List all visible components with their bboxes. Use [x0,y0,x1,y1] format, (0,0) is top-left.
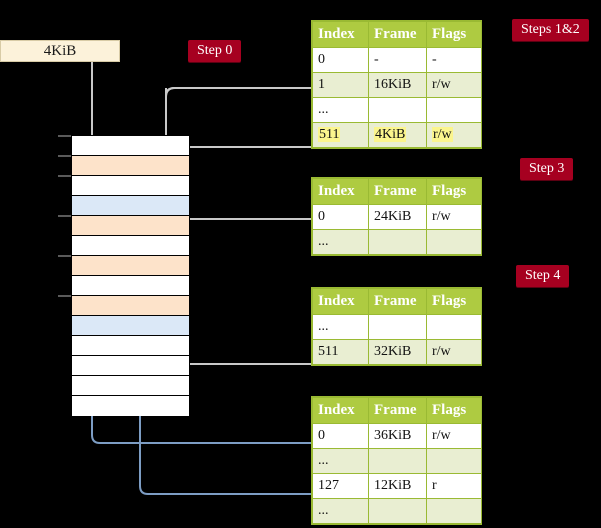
cell-index: 0 [312,204,369,230]
table-row[interactable]: ... [312,498,482,524]
memory-frame-row [72,156,189,176]
cell-flags [426,498,482,524]
column-header-flags: Flags [426,397,482,424]
cell-flags [426,448,482,474]
column-header-frame: Frame [368,288,427,315]
memory-frame-row [72,316,189,336]
cell-frame: - [368,47,427,73]
cell-index: ... [312,229,369,255]
badge-step-0: Step 0 [188,40,242,62]
table-row[interactable]: ... [312,314,482,340]
table-row[interactable]: ... [312,448,482,474]
memory-boundary-tick [58,135,72,137]
memory-frame-row [72,356,189,376]
cell-frame: 36KiB [368,423,427,449]
cell-flags [426,314,482,340]
column-header-frame: Frame [368,178,427,205]
column-header-frame: Frame [368,397,427,424]
cell-flags: r/w [426,423,482,449]
memory-frame-row [72,236,189,256]
memory-frame-row [72,396,189,416]
column-header-flags: Flags [426,178,482,205]
memory-frame-row [72,376,189,396]
memory-boundary-tick [58,155,72,157]
badge-steps-1-2: Steps 1&2 [512,19,589,41]
cell-index: 511 [312,339,369,365]
cell-index: 0 [312,47,369,73]
cell-flags [426,229,482,255]
cell-frame: 12KiB [368,473,427,499]
column-header-flags: Flags [426,288,482,315]
badge-step-4: Step 4 [516,265,570,287]
table-row[interactable]: 0-- [312,47,482,73]
cell-flags [426,97,482,123]
memory-boundary-tick [58,255,72,257]
page-size-label: 4KiB [43,43,77,59]
cell-index: 127 [312,473,369,499]
memory-frame-row [72,296,189,316]
column-header-index: Index [312,178,369,205]
cell-flags: r [426,473,482,499]
cell-flags: r/w [426,204,482,230]
page-size-box: 4KiB [0,40,120,62]
cell-frame [368,97,427,123]
cell-frame: 24KiB [368,204,427,230]
cell-frame [368,314,427,340]
memory-frame-row [72,136,189,156]
memory-frame-row [72,336,189,356]
column-header-index: Index [312,397,369,424]
cell-flags: r/w [426,122,482,148]
memory-frame-row [72,196,189,216]
column-header-index: Index [312,21,369,48]
memory-boundary-tick [58,295,72,297]
memory-boundary-tick [58,215,72,217]
cell-index: 511 [312,122,369,148]
badge-step-3: Step 3 [520,158,574,180]
cell-index: 0 [312,423,369,449]
cell-flags: - [426,47,482,73]
physical-memory-column [71,135,190,416]
cell-index: ... [312,97,369,123]
cell-frame [368,229,427,255]
cell-index: 1 [312,72,369,98]
memory-boundary-tick [58,175,72,177]
cell-frame: 4KiB [368,122,427,148]
cell-frame [368,448,427,474]
table-row[interactable]: ... [312,229,482,255]
column-header-flags: Flags [426,21,482,48]
column-header-index: Index [312,288,369,315]
cell-flags: r/w [426,339,482,365]
memory-frame-row [72,216,189,236]
cell-frame [368,498,427,524]
cell-frame: 32KiB [368,339,427,365]
cell-index: ... [312,448,369,474]
memory-column-ticks [58,135,72,415]
cell-flags: r/w [426,72,482,98]
cell-index: ... [312,314,369,340]
table-row[interactable]: ... [312,97,482,123]
memory-frame-row [72,176,189,196]
memory-frame-row [72,256,189,276]
memory-frame-row [72,276,189,296]
cell-frame: 16KiB [368,72,427,98]
cell-index: ... [312,498,369,524]
column-header-frame: Frame [368,21,427,48]
